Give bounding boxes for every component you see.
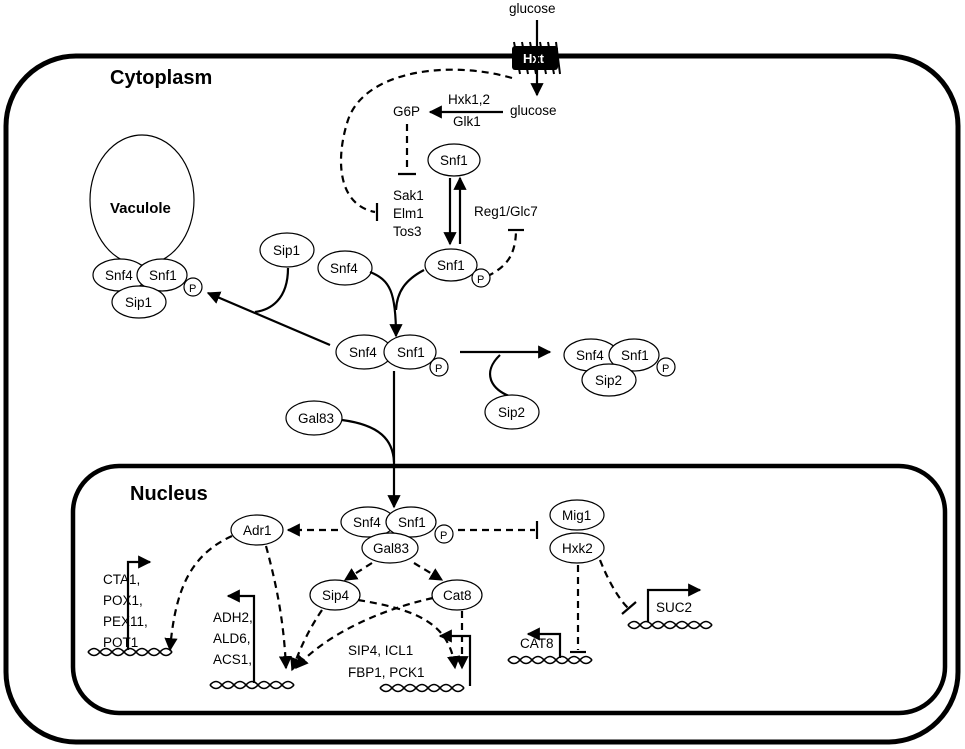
kinase-sak1: Sak1 — [393, 188, 424, 203]
sip2-complex-snf1: Snf1 — [621, 348, 649, 363]
assembly-join — [394, 269, 425, 311]
sip1-free-oval — [259, 232, 315, 268]
group1-gene-1: CTA1, — [103, 572, 140, 587]
sip2-complex: Snf4 Snf1 Sip2 P — [563, 338, 676, 397]
mig1-label: Mig1 — [562, 508, 591, 523]
adr1-to-group2 — [264, 545, 293, 670]
gal83-join — [341, 418, 396, 463]
nuclear-p: P — [440, 530, 447, 542]
vacuole-label: Vaculole — [110, 200, 171, 217]
complex-to-sip4 — [343, 562, 373, 581]
suc2-repression-bar — [621, 601, 637, 615]
group3-gene-2: FBP1, PCK1 — [348, 665, 425, 680]
snf1-inactive-oval — [427, 143, 481, 177]
snf1-inactive-label: Snf1 — [440, 153, 468, 168]
reg1-glc7-inhibition — [475, 231, 518, 283]
dna-suc2 — [627, 583, 713, 630]
nuclear-snf1: Snf1 — [398, 515, 426, 530]
hxt-transporter: Hxt — [512, 41, 561, 75]
nuclear-gal83: Gal83 — [373, 541, 409, 556]
sip1-complex: Snf4 Snf1 Sip1 P — [92, 258, 203, 319]
kinase-elm1: Elm1 — [393, 206, 424, 221]
assembly-arrow — [369, 270, 403, 338]
sip2-join — [489, 354, 513, 399]
snf1-active-p: P — [477, 274, 484, 286]
central-snf1: Snf1 — [397, 345, 425, 360]
sip4-label: Sip4 — [322, 588, 350, 603]
cat8-to-group2 — [295, 596, 434, 670]
snf1-active-oval — [424, 248, 478, 282]
sip2-complex-sip2: Sip2 — [595, 373, 622, 388]
sip2-complex-snf4: Snf4 — [576, 348, 604, 363]
g6p-label: G6P — [393, 104, 420, 119]
cytoplasm-label: Cytoplasm — [110, 67, 212, 89]
kinase-tos3: Tos3 — [393, 224, 422, 239]
sip1-complex-sip1: Sip1 — [125, 295, 152, 310]
hxt-label: Hxt — [523, 51, 545, 66]
to-vacuole-arrow — [206, 291, 331, 347]
reg1-glc7-label: Reg1/Glc7 — [474, 204, 538, 219]
adr1-oval — [230, 514, 284, 546]
snf4-free-oval — [317, 250, 373, 286]
snf4-free-label: Snf4 — [330, 261, 358, 276]
group1-gene-4: POT1 — [103, 635, 138, 650]
dna-group1 — [87, 555, 173, 657]
glucose-outside: glucose — [509, 1, 556, 16]
snf1-active-phospho — [471, 268, 491, 288]
sip4-to-group3 — [357, 598, 461, 670]
sip4-oval — [309, 579, 361, 611]
gal83-free-label: Gal83 — [298, 411, 334, 426]
group1-gene-3: PEX11, — [103, 614, 148, 629]
glucose-feedback-inhibition — [339, 68, 513, 214]
sip4-to-group2 — [290, 609, 323, 672]
cat8-label: Cat8 — [443, 588, 472, 603]
dna-cat8 — [507, 627, 593, 665]
suc2-gene-label: SUC2 — [656, 600, 692, 615]
sip2-free-label: Sip2 — [498, 405, 525, 420]
gal83-free-oval — [285, 400, 343, 436]
cat8-gene-label: CAT8 — [520, 636, 554, 651]
group2-gene-2: ALD6, — [213, 631, 251, 646]
sip2-free-oval — [484, 394, 540, 430]
hxk2-label: Hxk2 — [562, 541, 593, 556]
adr1-to-group1 — [164, 534, 233, 652]
glk-label: Glk1 — [453, 114, 481, 129]
sip1-free-label: Sip1 — [273, 243, 300, 258]
complex-to-cat8 — [413, 562, 444, 581]
snf1-active-label: Snf1 — [437, 258, 465, 273]
hxk-label: Hxk1,2 — [448, 92, 490, 107]
nucleus-label: Nucleus — [130, 483, 208, 505]
mig1-represses-suc2 — [598, 559, 629, 609]
sip1-complex-snf1: Snf1 — [149, 268, 177, 283]
nuclear-complex: Snf4 Snf1 Gal83 P — [340, 506, 454, 564]
cell-membrane — [3, 53, 961, 745]
glucose-inside: glucose — [510, 103, 557, 118]
sip1-join — [254, 267, 290, 314]
nucleus-membrane — [70, 463, 948, 716]
cat8-oval — [431, 579, 483, 611]
dna-group3 — [379, 629, 472, 693]
sip1-complex-p: P — [189, 283, 196, 295]
adr1-label: Adr1 — [243, 523, 272, 538]
group2-gene-1: ADH2, — [213, 610, 253, 625]
group3-gene-1: SIP4, ICL1 — [348, 643, 413, 658]
central-p: P — [435, 363, 442, 375]
nuclear-snf4: Snf4 — [353, 515, 381, 530]
central-complex: Snf4 Snf1 P — [335, 334, 449, 377]
sip1-complex-snf4: Snf4 — [105, 268, 133, 283]
group2-gene-3: ACS1, — [213, 652, 252, 667]
sip2-complex-p: P — [662, 363, 669, 375]
central-snf4: Snf4 — [349, 345, 377, 360]
dna-group2 — [209, 589, 295, 690]
mig1-oval — [549, 499, 605, 531]
group1-gene-2: POX1, — [103, 593, 143, 608]
hxk2-oval — [549, 532, 605, 564]
